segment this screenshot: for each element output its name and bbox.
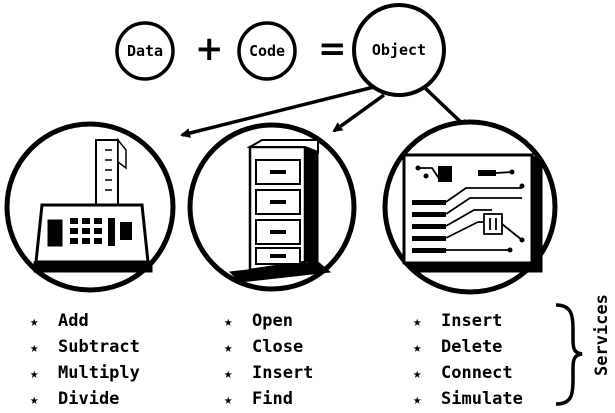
star-icon: ★ — [413, 314, 422, 330]
equals-sign: = — [318, 29, 347, 69]
data-circle — [115, 21, 175, 81]
service-item: ★Close — [224, 334, 313, 360]
star-icon: ★ — [224, 366, 233, 382]
service-item: ★Find — [224, 386, 313, 412]
star-icon: ★ — [413, 340, 422, 356]
code-label: Code — [248, 42, 286, 60]
service-item: ★Delete — [413, 334, 523, 360]
code-circle — [237, 21, 297, 81]
star-icon: ★ — [30, 340, 39, 356]
service-item: ★Open — [224, 308, 313, 334]
service-item: ★Simulate — [413, 386, 523, 412]
service-item: ★Connect — [413, 360, 523, 386]
service-item: ★Insert — [224, 360, 313, 386]
star-icon: ★ — [30, 314, 39, 330]
star-icon: ★ — [224, 314, 233, 330]
data-label: Data — [126, 42, 164, 60]
object-circle — [352, 3, 446, 97]
star-icon: ★ — [413, 366, 422, 382]
arrow-to-file-cabinet — [332, 93, 386, 133]
star-icon: ★ — [413, 392, 422, 408]
service-item: ★Insert — [413, 308, 523, 334]
arrow-to-calculator — [180, 85, 375, 138]
plus-sign: + — [195, 29, 224, 69]
circuit-board-services: ★Insert ★Delete ★Connect ★Simulate — [413, 308, 523, 412]
calculator-services: ★Add ★Subtract ★Multiply ★Divide — [30, 308, 140, 412]
circuit-board-icon — [402, 153, 543, 273]
service-item: ★Subtract — [30, 334, 140, 360]
star-icon: ★ — [30, 366, 39, 382]
star-icon: ★ — [30, 392, 39, 408]
arrows — [180, 85, 469, 138]
star-icon: ★ — [224, 392, 233, 408]
services-brace — [555, 303, 583, 406]
star-icon: ★ — [224, 340, 233, 356]
calculator-icon — [33, 137, 153, 273]
file-cabinet-services: ★Open ★Close ★Insert ★Find — [224, 308, 313, 412]
service-item: ★Divide — [30, 386, 140, 412]
object-label: Object — [371, 41, 427, 59]
service-item: ★Add — [30, 308, 140, 334]
file-cabinet-icon — [228, 139, 332, 283]
services-label: Services — [592, 294, 612, 377]
service-item: ★Multiply — [30, 360, 140, 386]
